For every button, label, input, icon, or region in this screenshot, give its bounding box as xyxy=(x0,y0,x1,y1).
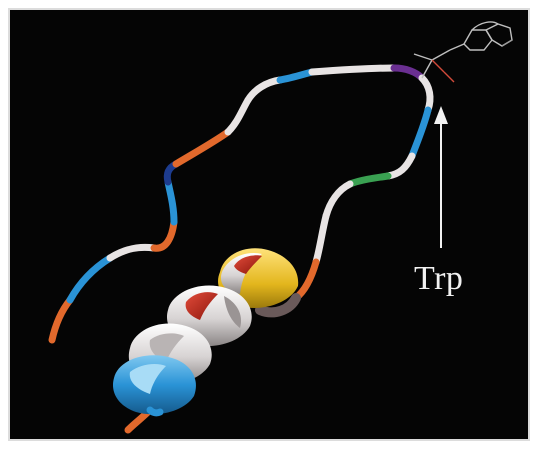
trp-side-chain-icon xyxy=(414,22,512,82)
trp-label: Trp xyxy=(414,260,463,298)
alpha-helix-icon xyxy=(113,248,298,414)
protein-structure-figure: Trp xyxy=(8,8,530,441)
ribbon-diagram xyxy=(10,10,530,441)
arrow-up-icon xyxy=(434,106,448,248)
ribbon-backbone-icon xyxy=(52,68,430,430)
